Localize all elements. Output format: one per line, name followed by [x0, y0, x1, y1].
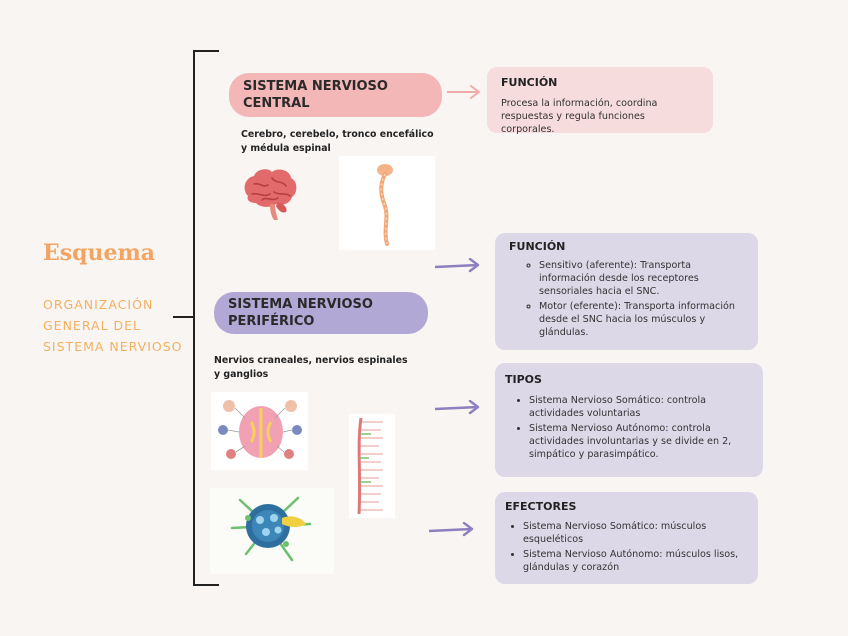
spinal-cord-icon: [377, 164, 393, 246]
effectors-title: EFECTORES: [505, 500, 577, 513]
arrow-effectors: [428, 522, 476, 538]
central-caption: Cerebro, cerebelo, tronco encefálico y m…: [241, 129, 434, 154]
ganglion-icon: [230, 496, 312, 562]
bracket-stem: [173, 316, 194, 318]
main-bracket: [193, 50, 219, 586]
arrow-types: [434, 400, 482, 416]
central-function-box: FUNCIÓN Procesa la información, coordina…: [487, 67, 713, 135]
peripheral-nervous-system-pill: SISTEMA NERVIOSO PERIFÉRICO: [214, 292, 428, 334]
cranial-nerves-icon: [218, 400, 302, 459]
types-box: TIPOS Sistema Nervioso Somático: control…: [495, 363, 763, 477]
peripheral-function-box: FUNCIÓN Sensitivo (aferente): Transporta…: [495, 233, 758, 350]
arrow-central-function: [446, 84, 482, 100]
peripheral-function-item: Sensitivo (aferente): Transporta informa…: [539, 259, 744, 298]
cranial-nerves-image: [211, 392, 308, 470]
page-subtitle: ORGANIZACIÓN GENERAL DEL SISTEMA NERVIOS…: [43, 297, 183, 354]
brain-icon: [240, 166, 300, 226]
types-item: Sistema Nervioso Autónomo: controla acti…: [529, 422, 753, 461]
page-title: Esquema: [43, 240, 156, 266]
types-title: TIPOS: [505, 373, 542, 386]
central-function-text: Procesa la información, coordina respues…: [501, 98, 658, 135]
types-item: Sistema Nervioso Somático: controla acti…: [529, 394, 753, 420]
central-nervous-system-pill: SISTEMA NERVIOSO CENTRAL: [229, 73, 442, 117]
effectors-item: Sistema Nervioso Autónomo: músculos liso…: [523, 548, 748, 574]
spinal-cord-image: [339, 156, 435, 250]
spinal-nerves-icon: [357, 417, 383, 515]
peripheral-function-item: Motor (eferente): Transporta información…: [539, 300, 744, 339]
peripheral-function-title: FUNCIÓN: [509, 240, 566, 253]
arrow-peripheral-function: [434, 258, 482, 274]
spinal-nerves-image: [349, 414, 395, 518]
ganglion-image: [210, 488, 334, 574]
effectors-box: EFECTORES Sistema Nervioso Somático: mús…: [495, 492, 758, 584]
effectors-item: Sistema Nervioso Somático: músculos esqu…: [523, 520, 748, 546]
central-label: SISTEMA NERVIOSO CENTRAL: [243, 79, 388, 111]
peripheral-caption: Nervios craneales, nervios espinales y g…: [214, 355, 408, 380]
peripheral-label: SISTEMA NERVIOSO PERIFÉRICO: [228, 297, 373, 329]
central-function-title: FUNCIÓN: [501, 76, 558, 89]
